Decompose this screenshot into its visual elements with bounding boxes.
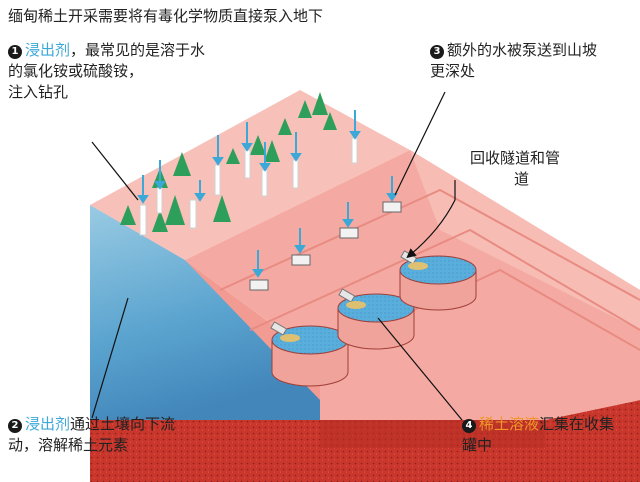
trees [120, 92, 337, 232]
annotation-recovery-line1: 回收隧道和管 [470, 149, 561, 167]
annotation-2-line2: 动，溶解稀土元素 [8, 436, 129, 454]
page-title: 缅甸稀土开采需要将有毒化学物质直接泵入地下 [8, 7, 324, 25]
solution-streams [280, 262, 428, 342]
injection-arrows [137, 110, 361, 204]
step-number-2: 2 [8, 419, 22, 433]
water-cross-section [90, 205, 320, 420]
pumps [249, 201, 402, 291]
annotation-2-text: 通过土壤向下流 [70, 415, 176, 433]
annotation-recovery: 回收隧道和管 道 [470, 148, 640, 190]
step-number-3: 3 [430, 45, 444, 59]
annotation-4-line2: 罐中 [462, 436, 493, 454]
annotation-3-text: 额外的水被泵送到山坡 [447, 41, 598, 59]
annotation-4-text: 汇集在收集 [539, 415, 615, 433]
annotation-1-highlight: 浸出剂 [25, 41, 71, 59]
step-number-1: 1 [8, 45, 22, 59]
annotation-1-line2: 的氯化铵或硫酸铵， [8, 62, 144, 80]
soil-layer [90, 400, 640, 482]
annotation-1-text: ，最常见的是溶于水 [70, 41, 206, 59]
pump-arrows [252, 176, 398, 278]
step-number-4: 4 [462, 419, 476, 433]
annotation-2-highlight: 浸出剂 [25, 415, 71, 433]
annotation-recovery-line2: 道 [514, 170, 530, 188]
annotation-4-highlight: 稀土溶液 [479, 415, 540, 433]
leader-lines [91, 91, 463, 421]
annotation-1-line3: 注入钻孔 [8, 83, 69, 101]
annotation-3-line2: 更深处 [430, 62, 476, 80]
